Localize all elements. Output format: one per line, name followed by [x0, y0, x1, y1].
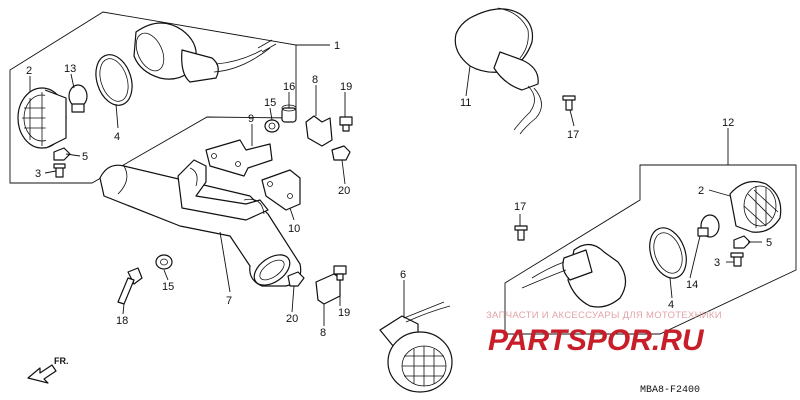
- front-left-lens: [17, 87, 67, 149]
- callout-7: 7: [226, 295, 232, 307]
- front-right-housing: [454, 7, 542, 135]
- callout-20-lower: 20: [286, 313, 298, 325]
- callout-18: 18: [116, 315, 128, 327]
- watermark: ЗАПЧАСТИ И АКСЕССУАРЫ ДЛЯ МОТОТЕХНИКИ PA…: [486, 310, 722, 357]
- front-left-screw: [53, 163, 66, 178]
- front-left-gasket: [95, 54, 133, 106]
- watermark-site: PARTSPOR.RU: [488, 324, 705, 357]
- callout-3-left: 3: [35, 168, 41, 180]
- callout-13: 13: [64, 63, 76, 75]
- callout-14: 14: [686, 279, 698, 291]
- upper-stay-bracket: [205, 139, 273, 177]
- bolt-lower-right: [333, 265, 347, 281]
- rear-right-lens: [729, 181, 782, 233]
- callout-5-right: 5: [766, 237, 772, 249]
- diagram-code: MBA8-F2400: [640, 385, 700, 396]
- callout-2-right: 2: [698, 185, 704, 197]
- callout-10: 10: [288, 223, 300, 235]
- bolt-upper-right: [339, 116, 353, 132]
- rear-right-screw: [730, 252, 744, 267]
- rear-right-nut: [733, 235, 751, 249]
- callout-12: 12: [722, 117, 734, 129]
- callout-9: 9: [248, 113, 254, 125]
- callout-2-left: 2: [26, 65, 32, 77]
- front-left-bulb: [68, 84, 88, 113]
- rear-mount-screw: [514, 225, 528, 241]
- front-direction-indicator: FR.: [27, 356, 69, 384]
- callout-17-upper: 17: [567, 129, 579, 141]
- front-direction-label: FR.: [54, 356, 69, 366]
- rear-left-signal: [379, 301, 453, 393]
- rear-right-bulb: [697, 214, 720, 238]
- callout-8-upper: 8: [312, 74, 318, 86]
- lower-grommet: [155, 254, 173, 270]
- callout-3-right: 3: [714, 257, 720, 269]
- leader-lines: [29, 44, 762, 326]
- rear-right-housing: [521, 243, 627, 308]
- callout-19-lower: 19: [338, 307, 350, 319]
- callout-17-lower: 17: [514, 201, 526, 213]
- front-left-nut: [53, 147, 71, 161]
- grommet-left: [264, 119, 280, 133]
- front-right-screw: [562, 95, 576, 111]
- callout-6: 6: [400, 269, 406, 281]
- front-direction-arrow-icon: [27, 364, 57, 384]
- lower-stay-bracket: [261, 169, 301, 211]
- front-left-assembly-frame: [9, 11, 297, 184]
- lower-nut: [287, 271, 305, 287]
- callout-8-lower: 8: [320, 327, 326, 339]
- callout-19-upper: 19: [340, 81, 352, 93]
- callout-labels: 1 2 13 4 5 3 15 16 9 8 19 20 10 7 15 18 …: [26, 40, 772, 339]
- watermark-tagline: ЗАПЧАСТИ И АКСЕССУАРЫ ДЛЯ МОТОТЕХНИКИ: [486, 310, 722, 321]
- callout-15-upper: 15: [264, 97, 276, 109]
- rear-right-gasket: [649, 227, 687, 279]
- callout-5-left: 5: [82, 151, 88, 163]
- long-bolt: [117, 267, 143, 305]
- rear-right-assembly-frame: [504, 164, 797, 335]
- nut-upper-right: [331, 145, 351, 161]
- callout-15-lower: 15: [162, 281, 174, 293]
- callout-11: 11: [460, 97, 471, 109]
- callout-4-right: 4: [668, 299, 674, 311]
- callout-20-upper: 20: [338, 185, 350, 197]
- right-stay-bracket: [305, 115, 333, 147]
- callout-4-left: 4: [114, 131, 120, 143]
- front-left-housing: [133, 22, 277, 83]
- callout-16: 16: [283, 81, 295, 93]
- callout-1: 1: [334, 40, 340, 52]
